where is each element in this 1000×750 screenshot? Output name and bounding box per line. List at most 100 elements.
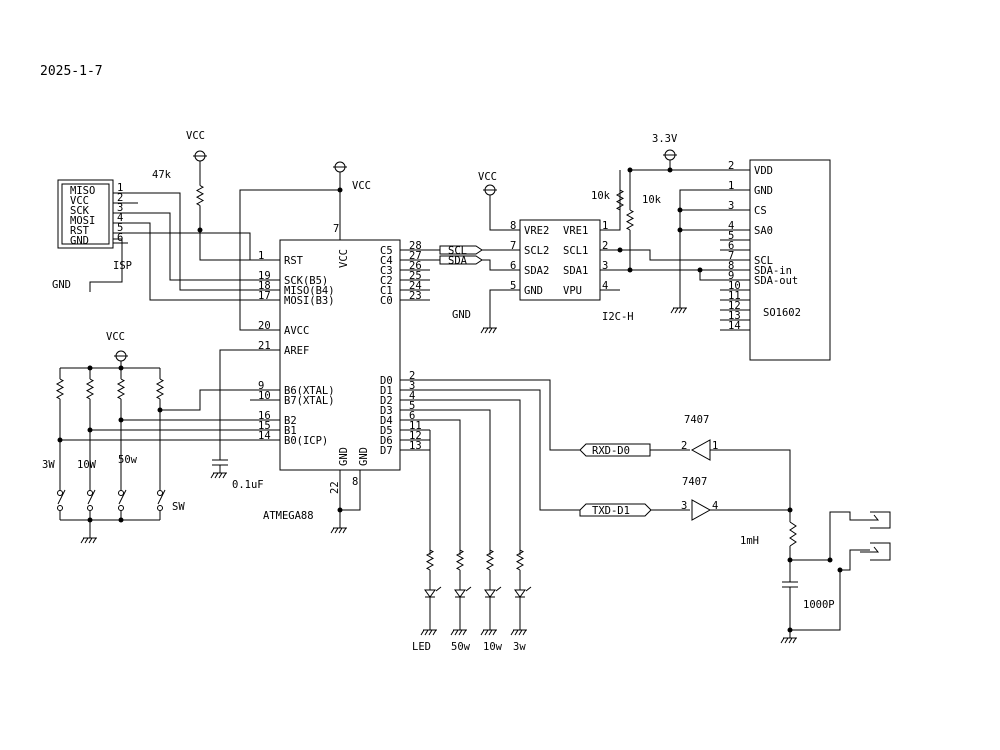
lcd-pin-num-12: 12 bbox=[728, 300, 741, 312]
ground-hatch bbox=[510, 629, 515, 636]
wire bbox=[128, 212, 250, 281]
ground-hatch bbox=[218, 472, 223, 479]
mcu-pin-num-3: 3 bbox=[409, 380, 415, 392]
ground-hatch bbox=[522, 629, 527, 636]
jack-body bbox=[870, 542, 891, 561]
mcu-pin-name-b7xtal: B7(XTAL) bbox=[284, 395, 335, 407]
ground-hatch bbox=[462, 629, 467, 636]
lcd-pin-name-scl: SCL bbox=[754, 255, 773, 267]
mcu-pin-name-c2: C2 bbox=[380, 275, 393, 287]
mcu-pin-num-24: 24 bbox=[409, 280, 422, 292]
vcc-label: VCC bbox=[186, 130, 205, 142]
lcd-pin-num-4: 4 bbox=[728, 220, 734, 232]
ground-hatch bbox=[788, 637, 793, 644]
mcu-pin-num-18: 18 bbox=[258, 280, 271, 292]
sw-label: SW bbox=[172, 501, 185, 513]
buffers: 7407 7407 2 1 3 4 RXD-D0 TXD-D1 bbox=[592, 414, 718, 517]
lcd-pin-name-vdd: VDD bbox=[754, 165, 773, 177]
v33-label: 3.3V bbox=[652, 133, 678, 145]
ground-hatch bbox=[780, 637, 785, 644]
junction-dot bbox=[837, 567, 843, 573]
led-label-50w: 50w bbox=[451, 641, 471, 653]
ground-hatch bbox=[428, 629, 433, 636]
ground-hatch bbox=[80, 537, 85, 544]
i2c-name: I2C-H bbox=[602, 311, 634, 323]
led-diode bbox=[424, 589, 436, 598]
mcu-pin-num-6: 6 bbox=[409, 410, 415, 422]
mcu-pin-num-23: 23 bbox=[409, 290, 422, 302]
wire bbox=[430, 419, 461, 555]
resistor bbox=[515, 549, 525, 571]
lcd-pin-name-cs: CS bbox=[754, 205, 767, 217]
mcu-vcc-pin-num: 7 bbox=[333, 223, 339, 235]
switch-contact bbox=[157, 505, 163, 511]
switch-contact bbox=[57, 490, 63, 496]
ground-hatch bbox=[514, 629, 519, 636]
aref-cap-label: 0.1uF bbox=[232, 479, 264, 491]
buffer2-chip: 7407 bbox=[682, 476, 707, 488]
isp-pin-num-4: 4 bbox=[117, 212, 123, 224]
resistor bbox=[116, 378, 126, 400]
jack-tip bbox=[860, 546, 880, 553]
mcu-pin-num-4: 4 bbox=[409, 390, 415, 402]
wire bbox=[789, 570, 841, 631]
buffer2-in-pin: 3 bbox=[681, 500, 687, 512]
isp-pin-name-6: GND bbox=[70, 235, 89, 247]
wire bbox=[430, 409, 491, 555]
switch-contact bbox=[118, 490, 124, 496]
ground-hatch bbox=[424, 629, 429, 636]
lcd-pin-num-2: 2 bbox=[728, 160, 734, 172]
mcu-atmega88: RST1SCK(B5)19MISO(B4)18MOSI(B3)17AVCC20A… bbox=[250, 180, 430, 522]
ground-hatch bbox=[492, 327, 497, 334]
isp-pin-num-5: 5 bbox=[117, 222, 123, 234]
i2c-pin-name-gnd: GND bbox=[524, 285, 543, 297]
net-txd-d1: TXD-D1 bbox=[592, 505, 630, 517]
resistor bbox=[85, 378, 95, 400]
wire bbox=[430, 399, 521, 555]
r-10k-2-label: 10k bbox=[642, 194, 662, 206]
led-diode bbox=[454, 589, 466, 598]
mcu-pin-name-d3: D3 bbox=[380, 405, 393, 417]
ground-hatch bbox=[420, 629, 425, 636]
wire bbox=[630, 269, 720, 281]
ground-hatch bbox=[488, 629, 493, 636]
i2c-pin-num-8: 8 bbox=[510, 220, 516, 232]
mcu-pin-num-21: 21 bbox=[258, 340, 271, 352]
ground-hatch bbox=[792, 637, 797, 644]
led-label-3w: 3w bbox=[513, 641, 526, 653]
wire bbox=[199, 230, 250, 261]
wire bbox=[789, 546, 830, 561]
wire bbox=[120, 410, 250, 421]
i2c-pin-num-6: 6 bbox=[510, 260, 516, 272]
i2c-gnd-label: GND bbox=[452, 309, 471, 321]
net-flag-scl bbox=[439, 245, 483, 255]
mcu-pin-num-9: 9 bbox=[258, 380, 264, 392]
wire bbox=[340, 470, 361, 511]
i2c-pin-name-sda2: SDA2 bbox=[524, 265, 549, 277]
mcu-pin-num-1: 1 bbox=[258, 250, 264, 262]
wire bbox=[710, 449, 791, 510]
switch-lever bbox=[57, 489, 66, 505]
ground-hatch bbox=[674, 307, 679, 314]
resistor bbox=[485, 549, 495, 571]
wire bbox=[489, 195, 500, 231]
wire bbox=[620, 249, 720, 261]
mcu-pin-name-b0icp: B0(ICP) bbox=[284, 435, 328, 447]
ground-hatch bbox=[784, 637, 789, 644]
mcu-pin-name-d0: D0 bbox=[380, 375, 393, 387]
led-ray bbox=[525, 586, 532, 592]
led-diode bbox=[484, 589, 496, 598]
lcd-name: SO1602 bbox=[763, 307, 801, 319]
wire bbox=[128, 232, 251, 260]
reset-pullup: VCC 47k bbox=[152, 130, 205, 181]
wire bbox=[430, 389, 580, 511]
sw-vcc-label: VCC bbox=[106, 331, 125, 343]
ground-hatch bbox=[88, 537, 93, 544]
junction-dot bbox=[118, 365, 124, 371]
lcd-pin-num-8: 8 bbox=[728, 260, 734, 272]
mcu-pin-num-17: 17 bbox=[258, 290, 271, 302]
ground-hatch bbox=[458, 629, 463, 636]
mcu-pin-name-c0: C0 bbox=[380, 295, 393, 307]
mcu-pin-num-2: 2 bbox=[409, 370, 415, 382]
